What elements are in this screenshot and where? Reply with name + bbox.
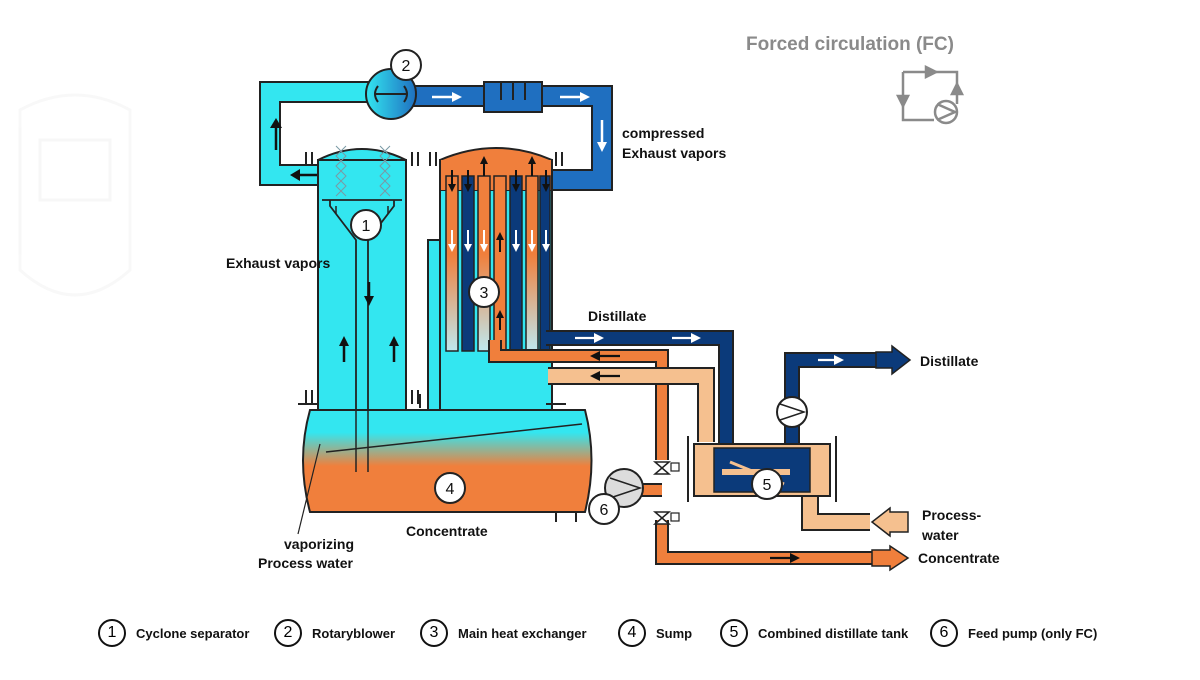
legend-text: Rotaryblower [312, 625, 396, 641]
legend-number: 3 [420, 619, 448, 647]
process-water-pipe [548, 367, 715, 442]
marker-4-label: 4 [446, 481, 455, 498]
concentrate-outlet-pipe [655, 520, 910, 572]
sump-vessel [297, 403, 593, 535]
valve-upper [652, 461, 680, 475]
diagram-title: Forced circulation (FC) [746, 34, 954, 55]
legend-number: 6 [930, 619, 958, 647]
label-compressed-2: Exhaust vapors [622, 145, 726, 161]
marker-6: 6 [588, 493, 620, 525]
label-process-water-1: Process- [922, 507, 981, 523]
legend-number: 2 [274, 619, 302, 647]
separator-column [305, 145, 419, 470]
legend-text: Main heat exchanger [458, 625, 587, 641]
marker-4: 4 [434, 472, 466, 504]
legend-text: Combined distillate tank [758, 625, 909, 641]
marker-1-label: 1 [362, 218, 371, 235]
label-process-water-2: water [921, 527, 959, 543]
legend-item-feed-pump: 6 Feed pump (only FC) [930, 615, 1097, 651]
marker-5-label: 5 [763, 477, 772, 494]
label-concentrate-out: Concentrate [918, 550, 1000, 566]
distillate-pump [776, 396, 808, 428]
legend-text: Cyclone separator [136, 625, 250, 641]
legend-item-combined-distillate-tank: 5 Combined distillate tank [720, 615, 908, 651]
marker-2: 2 [390, 49, 422, 81]
legend-item-cyclone-separator: 1 Cyclone separator [98, 615, 249, 651]
forced-circulation-icon [895, 64, 965, 125]
legend-number: 5 [720, 619, 748, 647]
label-distillate-top: Distillate [588, 308, 647, 324]
flow-arrows-hx [448, 156, 550, 330]
concentrate-recirc-pipe [488, 340, 669, 460]
legend-number: 1 [98, 619, 126, 647]
legend-text: Feed pump (only FC) [968, 625, 1098, 641]
label-compressed-1: compressed [622, 125, 704, 141]
label-concentrate-sump: Concentrate [406, 523, 488, 539]
label-vaporizing-1: vaporizing [284, 536, 354, 552]
legend: 1 Cyclone separator 2 Rotaryblower 3 Mai… [0, 615, 1200, 651]
valve-lower [652, 511, 680, 525]
marker-3-label: 3 [480, 285, 489, 302]
marker-2-label: 2 [402, 58, 411, 75]
marker-5: 5 [751, 468, 783, 500]
legend-item-sump: 4 Sump [618, 615, 692, 651]
background-watermark [18, 93, 132, 297]
legend-text: Sump [656, 625, 693, 641]
legend-number: 4 [618, 619, 646, 647]
process-water-inlet [801, 495, 909, 538]
flow-arrows-top [270, 92, 607, 181]
legend-item-main-heat-exchanger: 3 Main heat exchanger [420, 615, 587, 651]
marker-6-label: 6 [600, 502, 609, 519]
label-distillate-out: Distillate [920, 353, 979, 369]
marker-3: 3 [468, 276, 500, 308]
marker-1: 1 [350, 209, 382, 241]
vapor-filter-block [483, 81, 543, 113]
label-exhaust-vapors: Exhaust vapors [226, 255, 330, 271]
label-vaporizing-2: Process water [258, 555, 353, 571]
distillate-outlet-pipe [784, 344, 912, 446]
legend-item-rotaryblower: 2 Rotaryblower [274, 615, 395, 651]
distillate-pipe [546, 330, 734, 446]
